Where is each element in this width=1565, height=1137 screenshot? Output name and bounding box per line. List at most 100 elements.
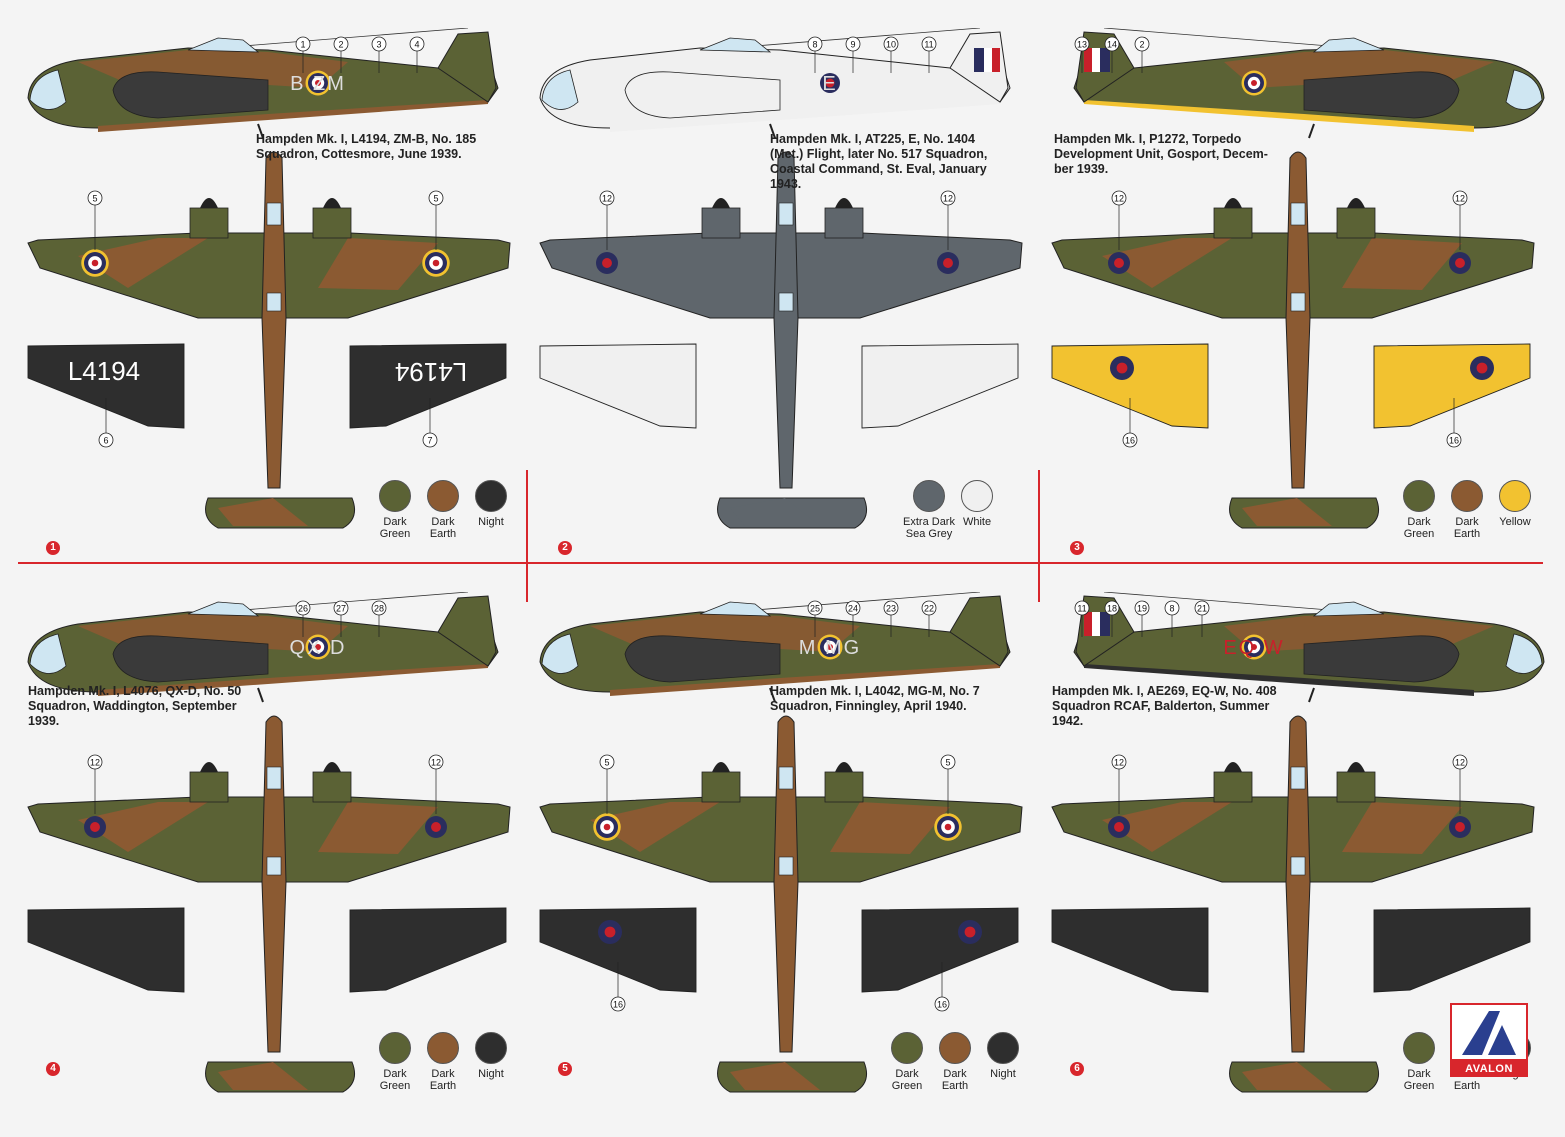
side-profile: [539, 592, 1011, 703]
callout-circle: [371, 36, 387, 52]
fin-flash: [1100, 612, 1110, 636]
callout-circle: [845, 600, 861, 616]
aircraft-caption: Hampden Mk. I, L4076, QX-D, No. 50 Squad…: [28, 684, 242, 728]
callout-number: 2: [1139, 40, 1144, 50]
colour-chip: [1403, 1032, 1435, 1064]
colour-label: Dark Earth: [429, 516, 457, 540]
colour-chip: [891, 1032, 923, 1064]
colour-swatch: White: [960, 480, 994, 540]
callout-circle: [807, 36, 823, 52]
roundel: [958, 920, 982, 944]
colour-label: White: [962, 516, 992, 528]
section-divider-horizontal: [18, 562, 1543, 564]
roundel: [84, 816, 106, 838]
callout-circle: [940, 754, 956, 770]
callout-circle: [1074, 36, 1090, 52]
callout-number: 7: [427, 436, 432, 446]
fin-flash: [974, 48, 984, 72]
colour-swatch: Dark Green: [378, 1032, 412, 1092]
callout-number: 12: [602, 194, 612, 204]
colour-label: Dark Green: [1403, 1068, 1435, 1092]
colour-label: Dark Green: [379, 516, 411, 540]
aircraft-caption: Hampden Mk. I, L4042, MG-M, No. 7 Squadr…: [770, 684, 980, 713]
colour-label: Extra Dark Sea Grey: [903, 516, 955, 540]
roundel: [596, 252, 618, 274]
callout-circle: [371, 600, 387, 616]
callout-number: 4: [414, 40, 419, 50]
callout-circle: [422, 432, 438, 448]
colour-swatch: Dark Green: [1402, 480, 1436, 540]
callout-circle: [883, 600, 899, 616]
plan-view: [27, 151, 511, 529]
callout-number: 19: [1137, 604, 1147, 614]
fin-flash: [1100, 48, 1110, 72]
section-divider-vertical-right-bottom: [1038, 562, 1040, 602]
callout-number: 18: [1107, 604, 1117, 614]
callout-number: 16: [937, 1000, 947, 1010]
colour-swatch: Dark Green: [1402, 1032, 1436, 1092]
callout-circle: [1074, 600, 1090, 616]
scheme-number-badge: 4: [46, 1062, 60, 1076]
callout-circle: [1452, 190, 1468, 206]
squadron-code: E: [822, 73, 837, 95]
callout-number: 5: [92, 194, 97, 204]
callout-number: 5: [604, 758, 609, 768]
logo-wordmark: AVALON: [1450, 1061, 1528, 1077]
callout-number: 14: [1107, 40, 1117, 50]
callout-circle: [1104, 600, 1120, 616]
underside-wing-left: [539, 343, 697, 429]
roundel: [1108, 816, 1130, 838]
callout-circle: [610, 996, 626, 1012]
colour-chip: [379, 480, 411, 512]
colour-chip: [379, 1032, 411, 1064]
underside-wing-right: [861, 907, 1019, 993]
callout-circle: [428, 190, 444, 206]
scheme-number-badge: 3: [1070, 541, 1084, 555]
callout-circle: [1164, 600, 1180, 616]
plan-view: [1051, 715, 1535, 1093]
roundel: [305, 70, 331, 96]
underside-wing-left: [1051, 907, 1209, 993]
callout-circle: [1111, 190, 1127, 206]
colour-chip: [475, 480, 507, 512]
roundel: [422, 249, 450, 277]
callout-number: 28: [374, 604, 384, 614]
callout-number: 2: [338, 40, 343, 50]
colour-swatch: Dark Green: [890, 1032, 924, 1092]
colour-chip: [913, 480, 945, 512]
colour-swatch: Dark Green: [378, 480, 412, 540]
aircraft-caption: Hampden Mk. I, AT225, E, No. 1404 (Met.)…: [770, 132, 988, 191]
colour-swatch: Dark Earth: [938, 1032, 972, 1092]
callout-circle: [1111, 754, 1127, 770]
callout-circle: [921, 600, 937, 616]
callout-circle: [1134, 36, 1150, 52]
scheme-number-badge: 1: [46, 541, 60, 555]
roundel: [1241, 634, 1267, 660]
aircraft-caption: Hampden Mk. I, AE269, EQ-W, No. 408 Squa…: [1052, 684, 1277, 728]
callout-number: 12: [431, 758, 441, 768]
callout-number: 22: [924, 604, 934, 614]
underside-wing-right: [861, 343, 1019, 429]
side-profile: [1073, 592, 1545, 703]
callout-circle: [333, 600, 349, 616]
roundel: [305, 634, 331, 660]
callout-circle: [1446, 432, 1462, 448]
callout-number: 8: [1169, 604, 1174, 614]
callout-number: 16: [1449, 436, 1459, 446]
underside-wing-right: [349, 343, 507, 429]
roundel: [817, 634, 843, 660]
side-profile: [1073, 28, 1545, 139]
squadron-code: QX D: [290, 637, 347, 659]
callout-number: 5: [945, 758, 950, 768]
callout-number: 23: [886, 604, 896, 614]
callout-circle: [87, 754, 103, 770]
callout-number: 10: [886, 40, 896, 50]
callout-number: 16: [613, 1000, 623, 1010]
